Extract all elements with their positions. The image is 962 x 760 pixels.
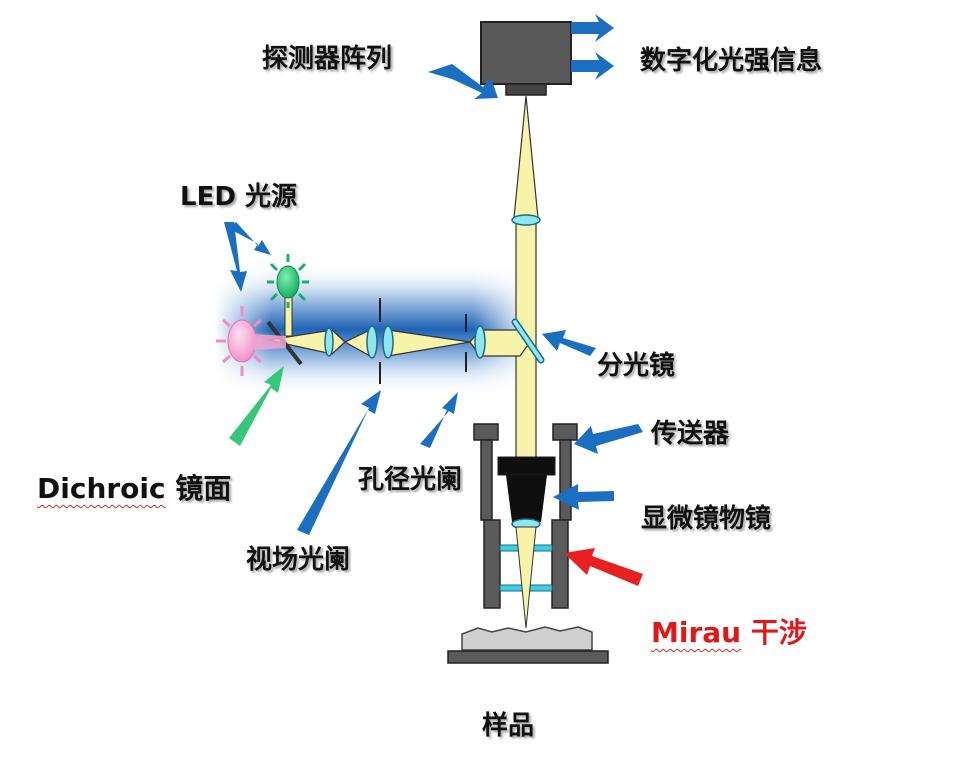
relay-lens-2 xyxy=(382,325,394,359)
detector-mount xyxy=(505,83,547,96)
label-digital-intensity: 数字化光强信息 xyxy=(640,46,823,76)
tube-lens xyxy=(511,214,541,226)
label-field-stop: 视场光阑 xyxy=(246,545,351,575)
label-aperture-stop: 孔径光阑 xyxy=(358,465,463,495)
objective-barrel xyxy=(506,475,547,522)
label-dichroic-mirror: Dichroic 镜面 xyxy=(37,467,231,507)
label-beam-splitter: 分光镜 xyxy=(597,351,676,381)
label-dichroic-word: Dichroic xyxy=(37,472,166,505)
label-objective: 显微镜物镜 xyxy=(641,504,772,534)
arrow-output-lower xyxy=(571,52,614,80)
arrow-output-upper xyxy=(571,14,614,42)
relay-lens-1 xyxy=(366,325,378,359)
focus-cone xyxy=(515,526,537,629)
imaging-beam-cone xyxy=(513,95,539,219)
pink-led-beam xyxy=(254,334,286,350)
collector-lens xyxy=(324,327,334,357)
arrow-mirau xyxy=(564,548,643,586)
arrow-aperture-stop xyxy=(420,392,458,448)
arrow-dichroic xyxy=(229,366,284,446)
sample-stage xyxy=(447,650,609,664)
arrow-beam-splitter xyxy=(542,330,596,356)
arrow-field-stop xyxy=(297,390,381,535)
objective-housing xyxy=(473,423,578,609)
beam-splitter-face xyxy=(513,320,543,362)
objective-body xyxy=(497,456,556,476)
label-transmitter: 传送器 xyxy=(651,419,730,449)
label-led-source: LED 光源 xyxy=(180,182,297,212)
label-detector-array: 探测器阵列 xyxy=(262,44,393,74)
label-mirau-interference: Mirau 干涉 xyxy=(651,611,807,651)
arrow-led-left xyxy=(224,222,247,292)
label-mirau-cn: 干涉 xyxy=(750,616,807,649)
green-led xyxy=(267,254,309,308)
label-dichroic-cn: 镜面 xyxy=(175,472,232,505)
condenser-lens xyxy=(474,325,486,359)
arrow-detector-array xyxy=(428,64,498,99)
label-sample: 样品 xyxy=(482,711,535,741)
arrow-led-right xyxy=(228,222,271,255)
detector-camera xyxy=(480,21,572,85)
green-led-stem xyxy=(284,291,293,337)
pink-led xyxy=(216,306,262,376)
annotation-arrows xyxy=(224,14,643,586)
sample-surface xyxy=(461,626,593,651)
label-mirau-word: Mirau xyxy=(651,616,742,649)
arrow-objective xyxy=(553,484,614,510)
arrow-transmitter xyxy=(574,424,643,454)
